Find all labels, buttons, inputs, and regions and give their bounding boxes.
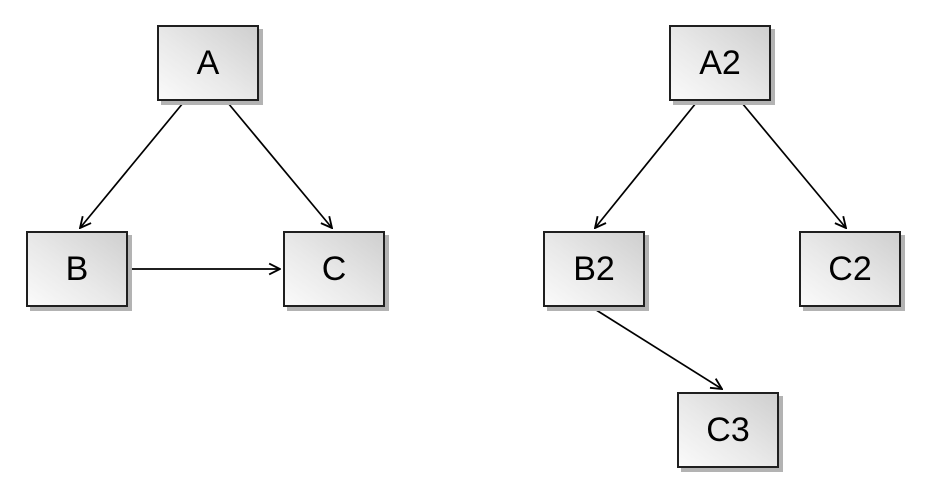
node-c3-label: C3: [706, 411, 750, 449]
edge-a-c: [227, 102, 332, 228]
node-b2-label: B2: [573, 250, 615, 288]
edge-b2-c3: [592, 307, 722, 389]
node-a-label: A: [196, 44, 220, 82]
edge-a2-b2: [595, 102, 697, 228]
node-c-label: C: [321, 250, 347, 288]
node-b-label: B: [65, 250, 89, 288]
node-c2[interactable]: C2: [799, 231, 901, 307]
node-a2-label: A2: [699, 44, 741, 82]
node-c3[interactable]: C3: [677, 392, 779, 468]
node-a2[interactable]: A2: [669, 25, 771, 101]
edge-a-b: [80, 102, 184, 228]
node-a[interactable]: A: [157, 25, 259, 101]
node-c2-label: C2: [828, 250, 872, 288]
node-b2[interactable]: B2: [543, 231, 645, 307]
node-b[interactable]: B: [26, 231, 128, 307]
node-c[interactable]: C: [283, 231, 385, 307]
edge-a2-c2: [741, 102, 846, 228]
